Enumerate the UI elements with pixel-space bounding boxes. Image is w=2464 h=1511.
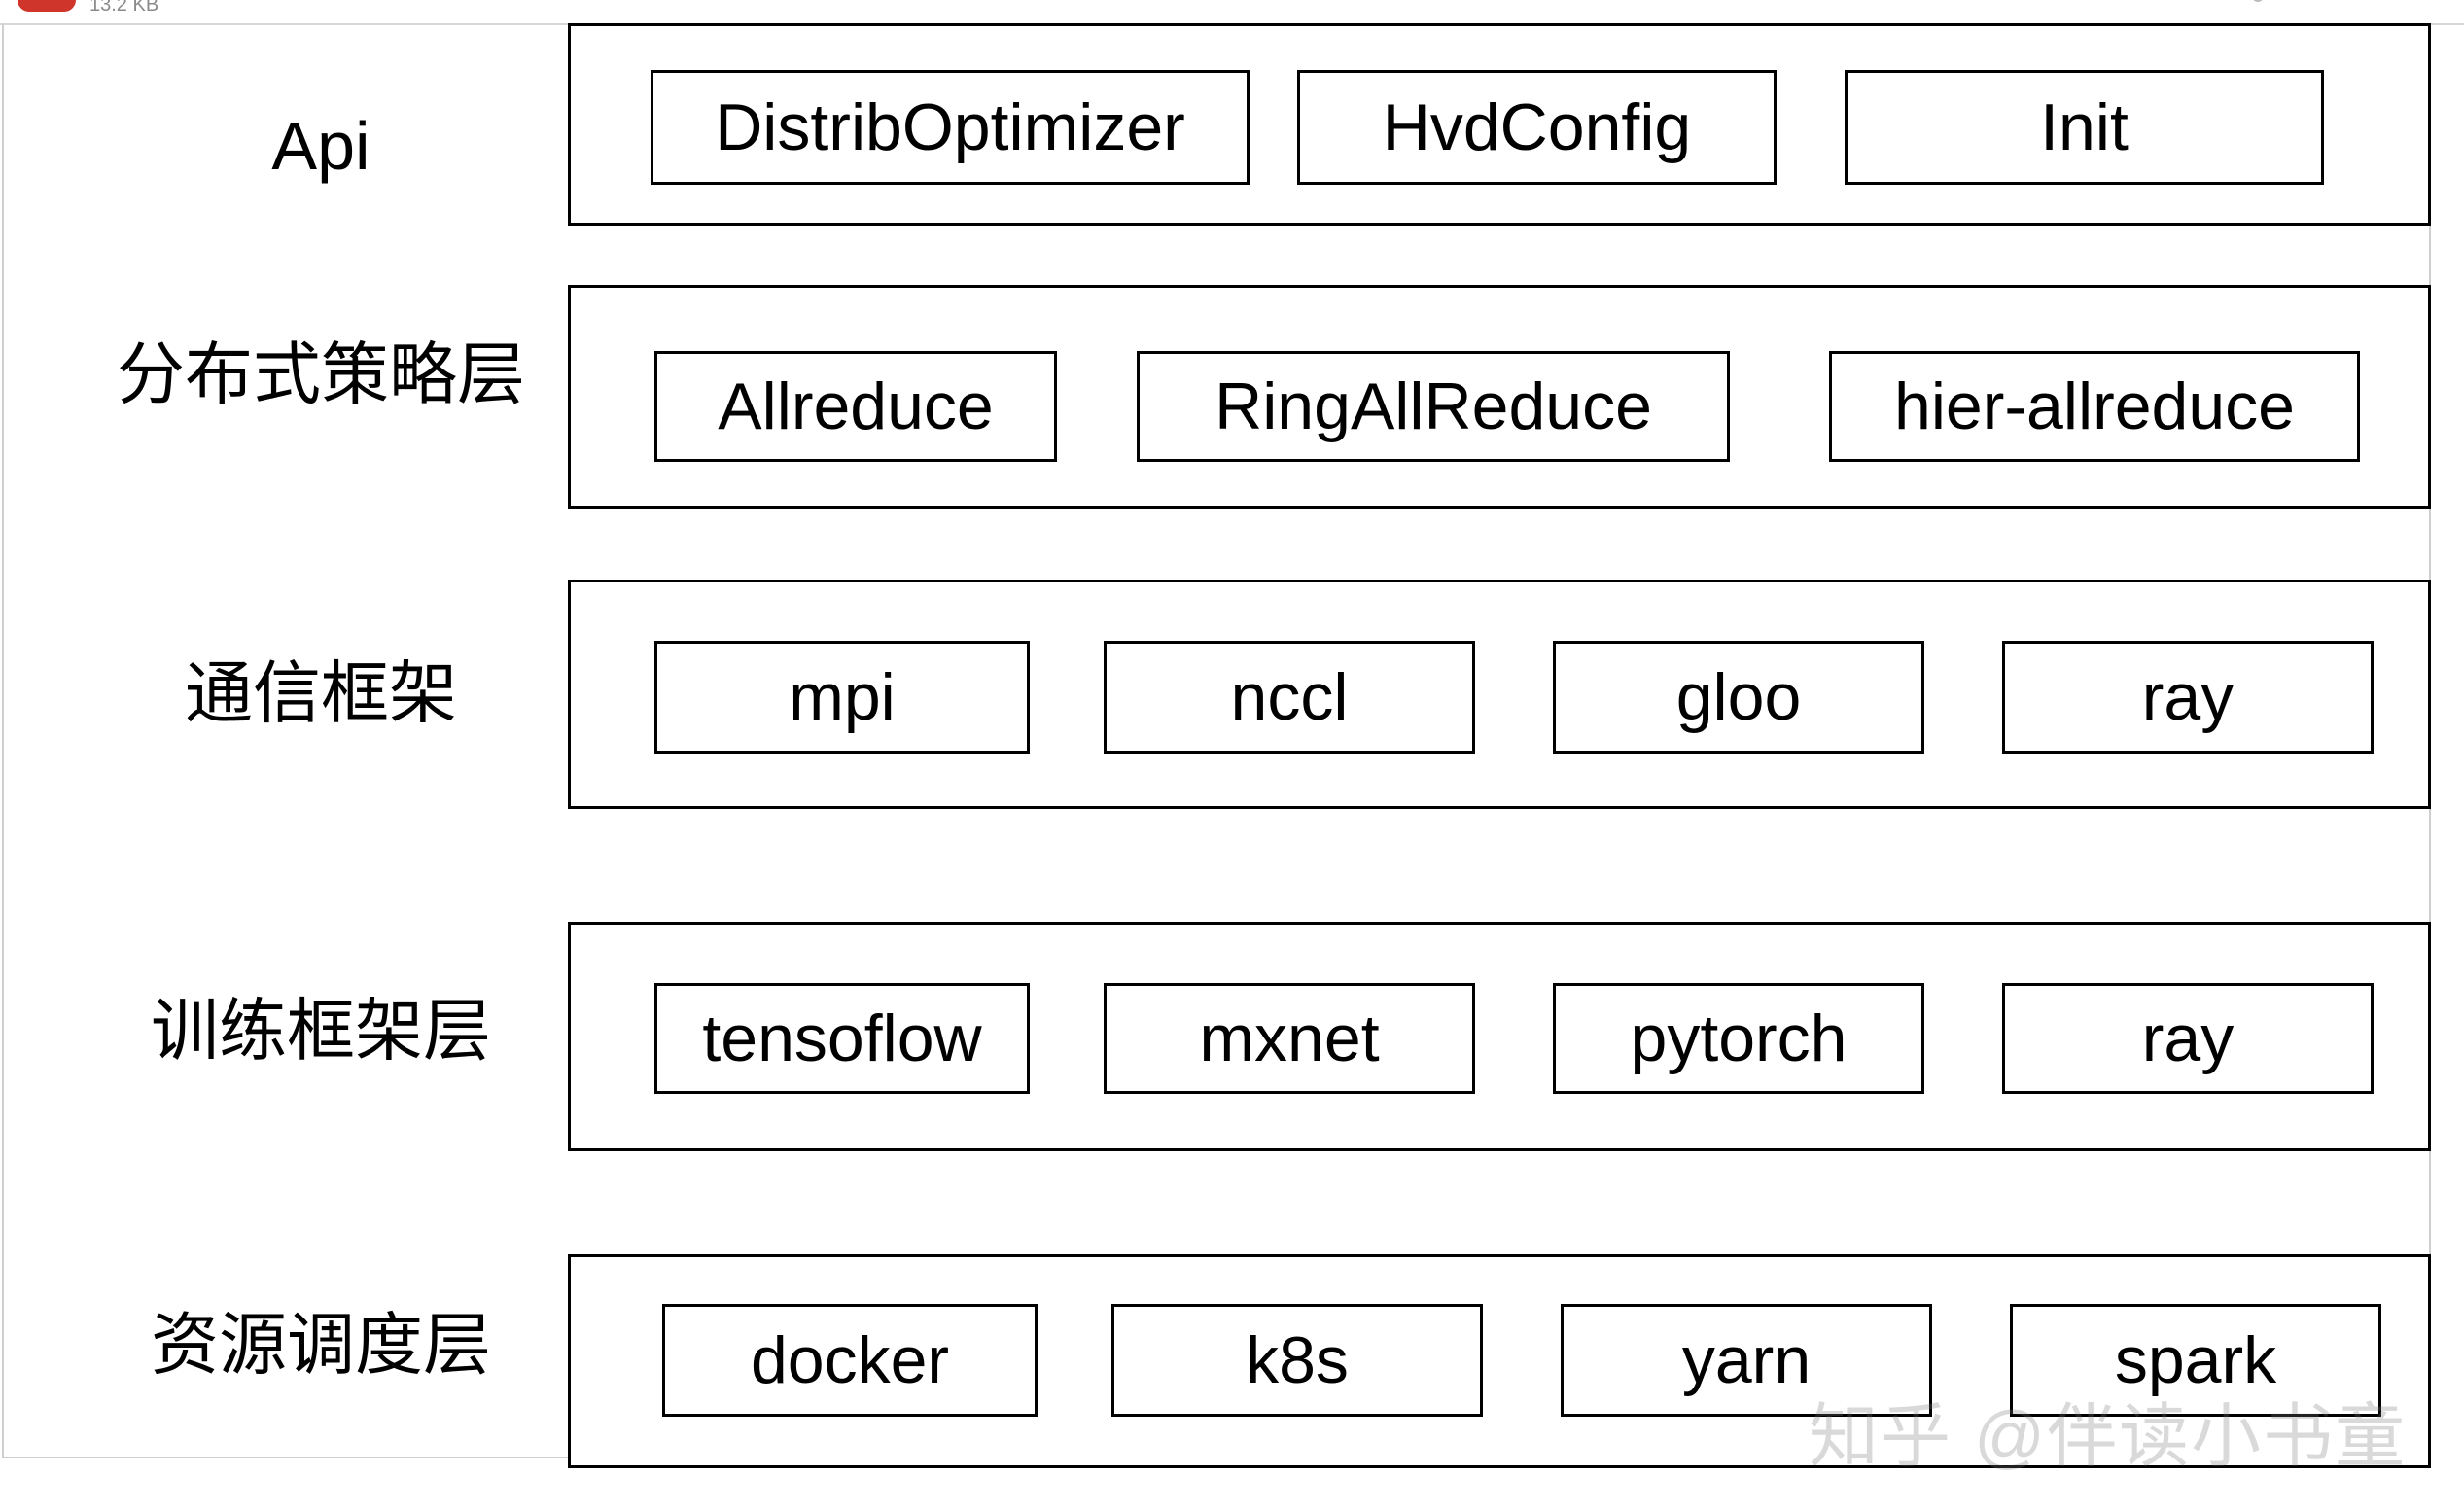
diagram-box-mpi: mpi: [654, 641, 1030, 754]
diagram-box-yarn: yarn: [1561, 1304, 1932, 1417]
layer-label-communication: 通信框架: [185, 655, 457, 731]
diagram-box-ray-train: ray: [2002, 983, 2374, 1094]
diagram-box-allreduce: Allreduce: [654, 351, 1057, 462]
layer-label-resource-scheduling: 资源调度层: [151, 1307, 491, 1383]
diagram-box-ray-comm: ray: [2002, 641, 2374, 754]
diagram-box-nccl: nccl: [1104, 641, 1475, 754]
layer-distributed-strategy: Allreduce RingAllReduce hier-allreduce: [568, 285, 2431, 509]
layer-training-framework: tensoflow mxnet pytorch ray: [568, 922, 2431, 1151]
layer-communication: mpi nccl gloo ray: [568, 580, 2431, 809]
watermark: 知乎 @伴读小书童: [1809, 1398, 2408, 1476]
title-bar: 13.2 KB: [0, 0, 2464, 25]
diagram-box-ringallreduce: RingAllReduce: [1137, 351, 1730, 462]
layer-label-training-framework: 训练框架层: [151, 993, 491, 1069]
diagram-box-mxnet: mxnet: [1104, 983, 1475, 1094]
layer-resource-scheduling: docker k8s yarn spark: [568, 1254, 2431, 1468]
layer-label-api: Api: [271, 108, 370, 184]
diagram-box-hvdconfig: HvdConfig: [1297, 70, 1777, 185]
diagram-box-init: Init: [1845, 70, 2324, 185]
diagram-box-pytorch: pytorch: [1553, 983, 1924, 1094]
layer-api: DistribOptimizer HvdConfig Init: [568, 23, 2431, 226]
diagram-box-hier-allreduce: hier-allreduce: [1829, 351, 2360, 462]
app-icon[interactable]: [18, 0, 76, 12]
layer-label-distributed-strategy: 分布式策略层: [117, 336, 525, 412]
diagram-box-gloo: gloo: [1553, 641, 1924, 754]
diagram-box-distriboptimizer: DistribOptimizer: [651, 70, 1250, 185]
menu-icon[interactable]: [2252, 0, 2264, 2]
diagram-box-spark: spark: [2010, 1304, 2381, 1417]
diagram-box-k8s: k8s: [1111, 1304, 1483, 1417]
diagram-box-tensoflow: tensoflow: [654, 983, 1030, 1094]
diagram-box-docker: docker: [662, 1304, 1038, 1417]
file-size: 13.2 KB: [89, 0, 159, 16]
